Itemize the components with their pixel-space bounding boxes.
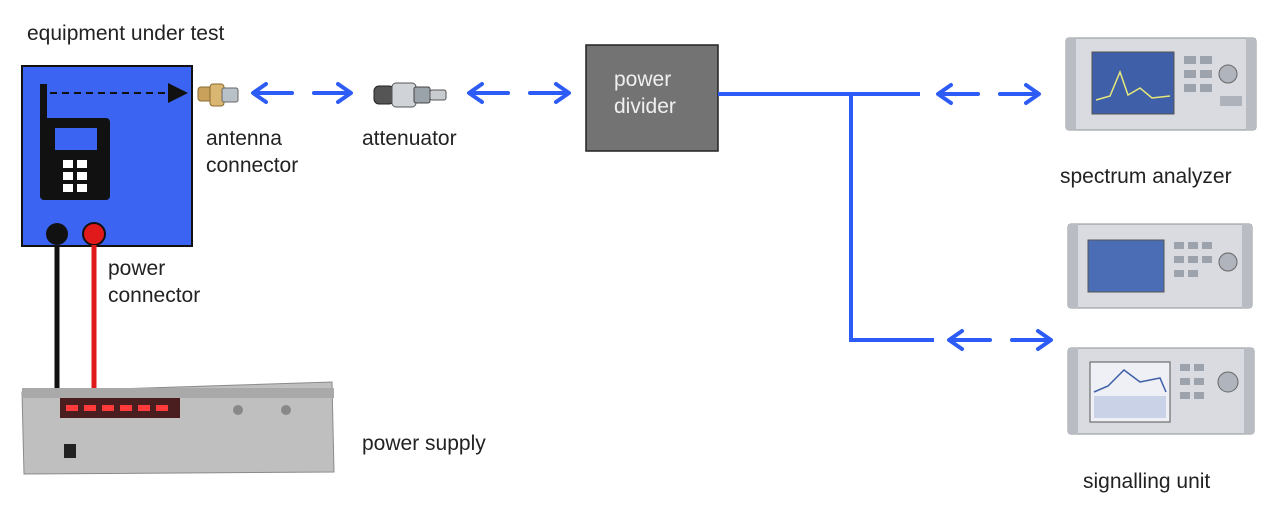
spectrum-analyzer-label: spectrum analyzer — [1060, 165, 1232, 188]
attenuator-icon — [373, 82, 447, 108]
signalling-unit-icon — [1067, 347, 1255, 435]
power-connector-label: power connector — [108, 255, 200, 309]
power-supply-icon — [21, 381, 335, 475]
signal-instrument-icon — [1067, 223, 1253, 309]
signalling-unit-label: signalling unit — [1083, 470, 1211, 493]
mobile-phone-icon — [40, 84, 110, 200]
bidirectional-link-2 — [467, 82, 571, 104]
power-connector-label-line1: power — [108, 257, 166, 280]
antenna-connector-icon — [197, 83, 239, 107]
power-divider-label-line2: divider — [614, 95, 676, 118]
eut-label: equipment under test — [27, 22, 225, 45]
attenuator-label: attenuator — [362, 127, 457, 150]
equipment-under-test — [21, 65, 193, 247]
antenna-connector-label: antenna connector — [206, 125, 298, 179]
bidirectional-link-1 — [251, 82, 353, 104]
power-divider-label-line1: power — [614, 68, 672, 91]
black-terminal — [46, 223, 68, 245]
power-connector-label-line2: connector — [108, 284, 201, 307]
bidirectional-link-3 — [936, 83, 1041, 105]
antenna-connector-label-line2: connector — [206, 154, 299, 177]
red-terminal — [82, 222, 106, 246]
antenna-connector-label-line1: antenna — [206, 127, 282, 150]
power-supply-label: power supply — [362, 432, 486, 455]
power-divider-box — [585, 44, 719, 152]
divider-output-lines — [718, 92, 934, 342]
bidirectional-link-4 — [947, 329, 1053, 351]
spectrum-analyzer-icon — [1065, 37, 1257, 131]
power-divider-label: power divider — [614, 66, 676, 120]
